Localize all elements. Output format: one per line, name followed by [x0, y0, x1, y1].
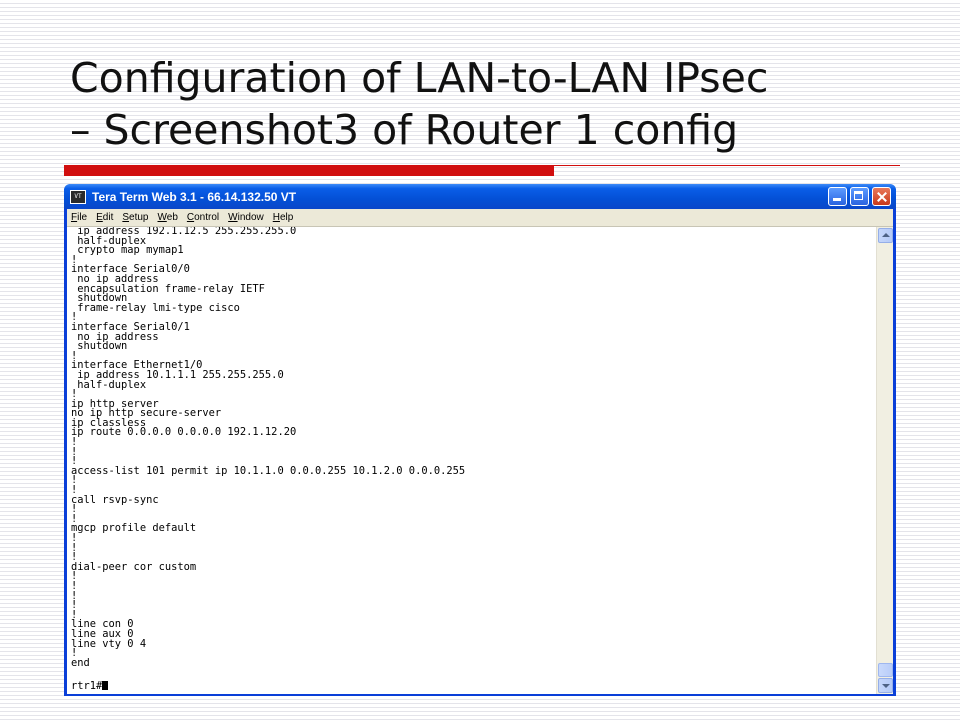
menu-web[interactable]: Web	[157, 212, 178, 223]
terminal-line: interface Serial0/1	[71, 320, 190, 333]
terminal-line: !	[71, 388, 78, 401]
menu-setup[interactable]: Setup	[122, 212, 149, 223]
title-underline-thin	[554, 165, 900, 166]
terminal-line: !	[71, 551, 78, 564]
terminal-line: no ip http secure-server	[71, 407, 222, 420]
menu-window[interactable]: Window	[228, 212, 264, 223]
terminal-line: ip address 192.1.12.5 255.255.255.0	[71, 227, 297, 237]
terminal-client-area[interactable]: ip address 192.1.12.5 255.255.255.0 half…	[67, 227, 893, 694]
terminal-line: access-list 101 permit ip 10.1.1.0 0.0.0…	[71, 464, 466, 477]
terminal-prompt: rtr1#	[71, 680, 103, 692]
terminal-line: !	[71, 445, 78, 458]
slide-title-line-2: – Screenshot3 of Router 1 config	[70, 106, 739, 154]
tera-term-window: VT Tera Term Web 3.1 - 66.14.132.50 VT F…	[64, 184, 896, 696]
minimize-button[interactable]	[828, 187, 847, 206]
terminal-line: line vty 0 4	[71, 637, 147, 650]
terminal-line: !	[71, 608, 78, 621]
terminal-line: interface Ethernet1/0	[71, 359, 203, 372]
menu-edit[interactable]: Edit	[96, 212, 114, 223]
title-underline-bar	[64, 165, 554, 176]
terminal-line: ip http server	[71, 397, 159, 410]
terminal-line: !	[71, 503, 78, 516]
scroll-down-arrow-icon[interactable]	[878, 678, 893, 693]
terminal-line: encapsulation frame-relay IETF	[71, 282, 265, 295]
terminal-line: crypto map mymap1	[71, 244, 184, 257]
terminal-line: !	[71, 599, 78, 612]
terminal-line: no ip address	[71, 330, 159, 343]
menu-file[interactable]: File	[71, 212, 88, 223]
terminal-line: dial-peer cor custom	[71, 560, 197, 573]
terminal-line: !	[71, 579, 78, 592]
terminal-line: !	[71, 436, 78, 449]
scroll-up-arrow-icon[interactable]	[878, 228, 893, 243]
terminal-line: !	[71, 455, 78, 468]
terminal-line: half-duplex	[71, 378, 147, 391]
terminal-line: shutdown	[71, 340, 128, 353]
terminal-line: !	[71, 484, 78, 497]
menu-bar: File Edit Setup Web Control Window Help	[67, 209, 893, 227]
terminal-line: end	[71, 656, 90, 669]
terminal-line: !	[71, 589, 78, 602]
terminal-line: !	[71, 570, 78, 583]
terminal-line: mgcp profile default	[71, 522, 197, 535]
close-button[interactable]	[872, 187, 891, 206]
window-titlebar[interactable]: VT Tera Term Web 3.1 - 66.14.132.50 VT	[64, 184, 896, 209]
terminal-line: call rsvp-sync	[71, 493, 159, 506]
terminal-line	[71, 668, 871, 678]
menu-control[interactable]: Control	[186, 212, 220, 223]
terminal-line: half-duplex	[71, 234, 147, 247]
window-title: Tera Term Web 3.1 - 66.14.132.50 VT	[92, 189, 297, 204]
terminal-line: !	[71, 349, 78, 362]
terminal-line: !	[71, 532, 78, 544]
terminal-line: ip route 0.0.0.0 0.0.0.0 192.1.12.20	[71, 426, 297, 439]
terminal-line: ip classless	[71, 416, 147, 429]
terminal-line: no ip address	[71, 272, 159, 285]
terminal-line: interface Serial0/0	[71, 263, 190, 276]
terminal-line: frame-relay lmi-type cisco	[71, 301, 240, 314]
maximize-button[interactable]	[850, 187, 869, 206]
terminal-line: line con 0	[71, 618, 134, 631]
menu-help[interactable]: Help	[272, 212, 294, 223]
terminal-line: !	[71, 647, 78, 660]
text-cursor	[102, 681, 109, 690]
slide-title: Configuration of LAN-to-LAN IPsec – Scre…	[70, 52, 930, 156]
terminal-line: !	[71, 253, 78, 266]
terminal-line: !	[71, 512, 78, 525]
terminal-line: ip address 10.1.1.1 255.255.255.0	[71, 368, 284, 381]
slide-title-line-1: Configuration of LAN-to-LAN IPsec	[70, 54, 769, 102]
terminal-line: !	[71, 474, 78, 487]
terminal-line: !	[71, 311, 78, 324]
terminal-app-icon[interactable]: VT	[70, 189, 86, 204]
terminal-line: line aux 0	[71, 627, 134, 640]
vertical-scrollbar[interactable]	[876, 227, 893, 694]
terminal-line: shutdown	[71, 292, 128, 305]
terminal-output[interactable]: ip address 192.1.12.5 255.255.255.0 half…	[71, 227, 871, 694]
scrollbar-thumb[interactable]	[878, 663, 893, 677]
terminal-prompt-line[interactable]: rtr1#	[71, 680, 109, 692]
terminal-line: !	[71, 541, 78, 554]
